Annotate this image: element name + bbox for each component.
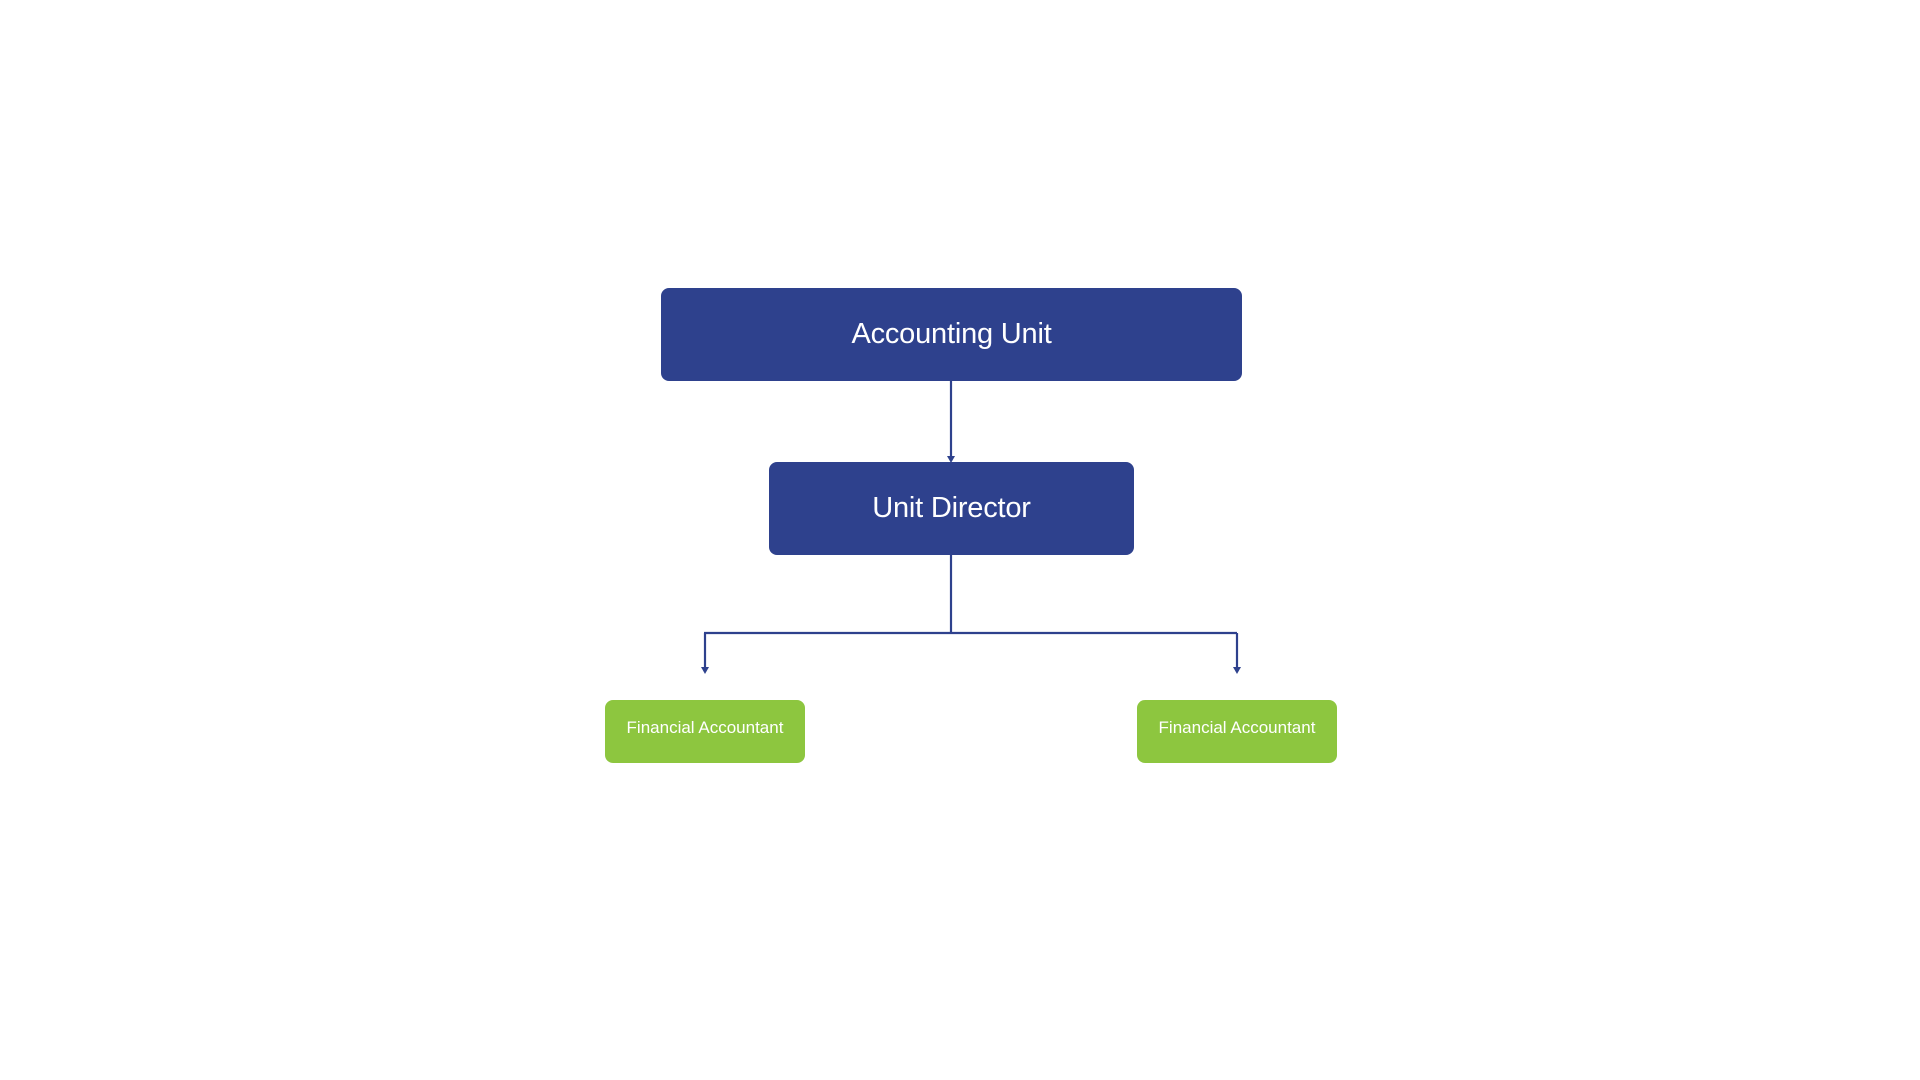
unit-director-label: Unit Director bbox=[872, 492, 1031, 524]
accounting-unit-box: Accounting Unit bbox=[661, 288, 1242, 381]
financial-accountant-right-box: Financial Accountant bbox=[1137, 700, 1337, 763]
financial-accountant-left-box: Financial Accountant bbox=[605, 700, 805, 763]
unit-director-box: Unit Director bbox=[769, 462, 1134, 555]
arrowhead-to-left-accountant bbox=[701, 667, 709, 674]
accounting-unit-label: Accounting Unit bbox=[851, 318, 1052, 350]
arrowhead-to-right-accountant bbox=[1233, 667, 1241, 674]
arrowhead-to-director bbox=[947, 456, 955, 463]
financial-accountant-right-label: Financial Accountant bbox=[1158, 717, 1316, 737]
financial-accountant-left-label: Financial Accountant bbox=[626, 717, 784, 737]
